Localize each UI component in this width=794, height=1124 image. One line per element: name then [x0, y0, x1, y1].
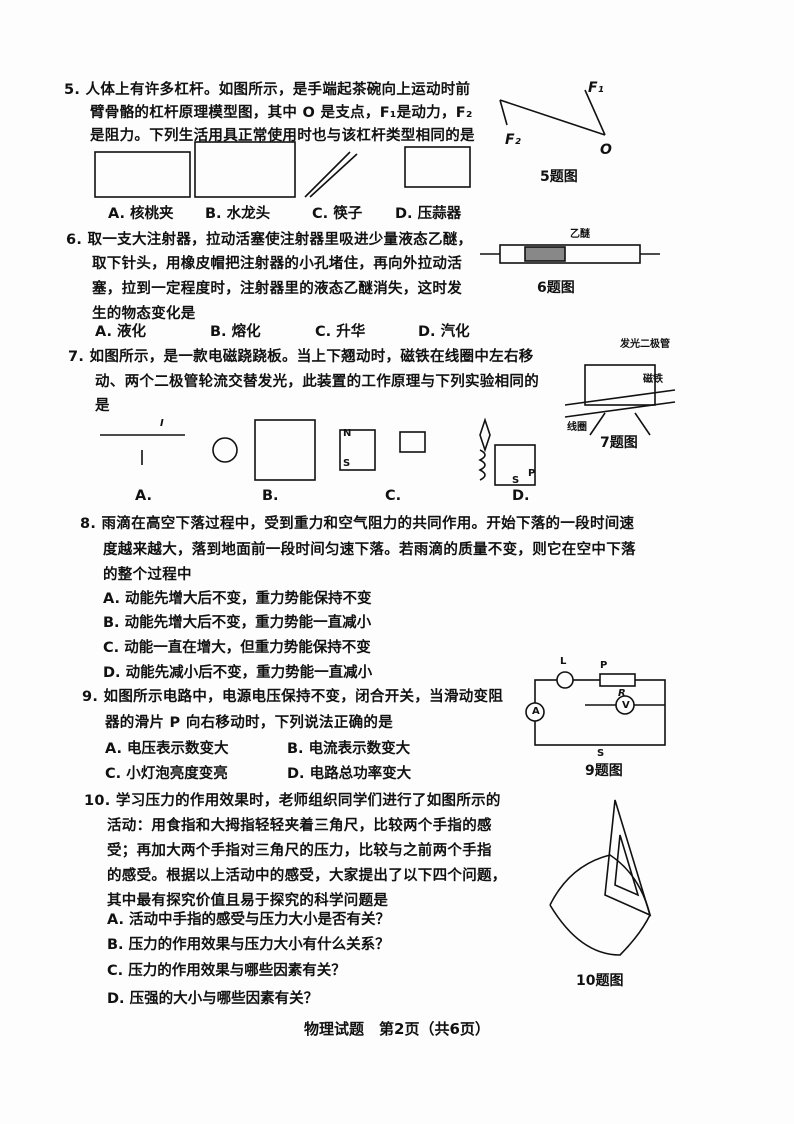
f2-label: F₂: [505, 132, 521, 148]
q7-line-1: 7. 如图所示，是一款电磁跷跷板。当上下翘动时，磁铁在线圈中左右移: [68, 349, 534, 365]
q6-line-3: 塞，拉到一定程度时，注射器里的液态乙醚消失，这时发: [92, 281, 462, 297]
q5-option-images: [94, 141, 471, 198]
f1-label: F₁: [588, 80, 604, 96]
q6-option-a: A. 液化: [95, 324, 147, 340]
magnet-label: 磁铁: [643, 374, 663, 385]
q9-line-1: 9. 如图所示电路中，电源电压保持不变，闭合开关，当滑动变阻: [82, 689, 504, 705]
q10-line-3: 受；再加大两个手指对三角尺的压力，比较与之前两个手指: [107, 843, 492, 859]
q10-option-d: D. 压强的大小与哪些因素有关？: [107, 991, 319, 1007]
q10-line-4: 的感受。根据以上活动中的感受，大家提出了以下四个问题，: [107, 868, 507, 884]
q9-option-a: A. 电压表示数变大: [105, 741, 229, 757]
q5-option-d: D. 压蒜器: [395, 206, 462, 222]
page-footer: 物理试题 第2页（共6页）: [304, 1020, 490, 1038]
q7-option-c: C.: [385, 488, 402, 504]
circuit-figure: [525, 671, 666, 746]
q7-line-2: 动、两个二极管轮流交替发光，此装置的工作原理与下列实验相同的: [95, 374, 539, 390]
q8-option-d: D. 动能先减小后不变，重力势能一直减小: [103, 665, 373, 681]
q7-option-d: D.: [512, 488, 530, 504]
q7-option-a: A.: [135, 488, 152, 504]
q7-option-b: B.: [262, 488, 279, 504]
q9-option-d: D. 电路总功率变大: [287, 766, 412, 782]
q5-lever-figure: [499, 89, 606, 136]
q10-option-a: A. 活动中手指的感受与压力大小是否有关？: [107, 912, 391, 928]
q5-line-3: 是阻力。下列生活用具正常使用时也与该杠杆类型相同的是: [90, 128, 475, 144]
q8-option-b: B. 动能先增大后不变，重力势能一直减小: [103, 615, 372, 631]
q10-line-2: 活动：用食指和大拇指轻轻夹着三角尺，比较两个手指的感: [107, 818, 492, 834]
q7c-n-label: N: [343, 428, 352, 439]
q9-option-b: B. 电流表示数变大: [287, 741, 411, 757]
ether-label: 乙醚: [570, 229, 590, 240]
q8-option-c: C. 动能一直在增大，但重力势能保持不变: [103, 640, 371, 656]
syringe-figure: [480, 244, 660, 264]
diode-label: 发光二极管: [620, 339, 670, 350]
resistor-r-label: R: [618, 688, 626, 699]
q10-caption: 10题图: [576, 973, 624, 989]
q9-line-2: 器的滑片 P 向右移动时，下列说法正确的是: [105, 715, 394, 731]
q10-option-b: B. 压力的作用效果与压力大小有什么关系？: [107, 937, 390, 953]
q10-line-1: 10. 学习压力的作用效果时，老师组织同学们进行了如图所示的: [84, 793, 501, 809]
q7c-s-label: S: [343, 458, 351, 469]
q6-option-b: B. 熔化: [210, 324, 261, 340]
q7d-s-label: S: [512, 475, 520, 486]
q9-option-c: C. 小灯泡亮度变亮: [105, 766, 228, 782]
q8-line-2: 度越来越大，落到地面前一段时间匀速下落。若雨滴的质量不变，则它在空中下落: [103, 542, 636, 558]
o-label: O: [600, 142, 612, 158]
hand-triangle-figure: [549, 799, 652, 956]
q5-caption: 5题图: [540, 169, 578, 185]
q8-option-a: A. 动能先增大后不变，重力势能保持不变: [103, 591, 372, 607]
seesaw-figure: [564, 364, 676, 436]
q6-line-4: 生的物态变化是: [92, 306, 196, 322]
q8-line-1: 8. 雨滴在高空下落过程中，受到重力和空气阻力的共同作用。开始下落的一段时间速: [80, 516, 635, 532]
q6-caption: 6题图: [537, 280, 575, 296]
q5-line-1: 5. 人体上有许多杠杆。如图所示，是手端起茶碗向上运动时前: [64, 82, 471, 98]
q6-line-2: 取下针头，用橡皮帽把注射器的小孔堵住，再向外拉动活: [92, 256, 462, 272]
q7-caption: 7题图: [600, 435, 638, 451]
q5-line-2: 臂骨骼的杠杆原理模型图，其中 O 是支点，F₁是动力，F₂: [90, 105, 473, 121]
lamp-l-label: L: [560, 656, 567, 667]
q5-option-b: B. 水龙头: [205, 206, 271, 222]
q7-line-3: 是: [95, 398, 110, 414]
q7d-p-label: P: [528, 468, 536, 479]
switch-s-label: S: [597, 748, 605, 759]
q6-option-c: C. 升华: [315, 324, 366, 340]
slider-p-label: P: [600, 660, 608, 671]
q9-caption: 9题图: [585, 763, 623, 779]
coil-label: 线圈: [567, 422, 587, 433]
q10-option-c: C. 压力的作用效果与哪些因素有关？: [107, 963, 346, 979]
q7a-i-label: I: [160, 418, 164, 429]
q6-line-1: 6. 取一支大注射器，拉动活塞使注射器里吸进少量液态乙醚，: [66, 232, 473, 248]
ammeter-a-label: A: [532, 706, 540, 717]
q5-option-a: A. 核桃夹: [108, 206, 174, 222]
q8-line-3: 的整个过程中: [103, 567, 192, 583]
q5-option-c: C. 筷子: [312, 206, 363, 222]
q6-option-d: D. 汽化: [418, 324, 470, 340]
q7-option-images: [100, 417, 536, 486]
voltmeter-v-label: V: [622, 700, 630, 711]
q10-line-5: 其中最有探究价值且易于探究的科学问题是: [107, 893, 389, 909]
